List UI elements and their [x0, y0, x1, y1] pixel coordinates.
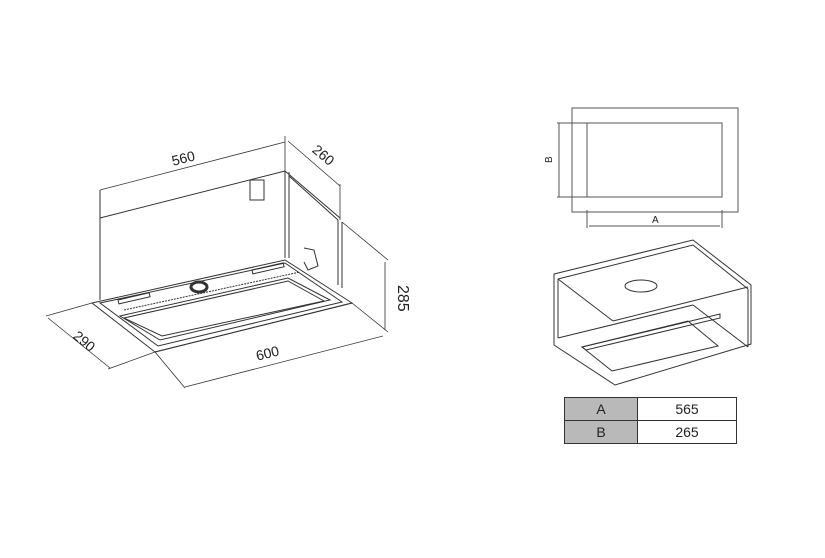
table-row: B 265	[564, 420, 737, 444]
table-value-a: 565	[637, 397, 737, 421]
cutout-label-b: B	[544, 156, 555, 163]
table-key-a: A	[564, 397, 638, 421]
dim-label-260: 260	[309, 141, 337, 168]
dim-label-285: 285	[394, 285, 411, 312]
cutout-box-isometric-drawing	[553, 239, 752, 386]
dimension-lines	[45, 136, 389, 389]
dim-label-290: 290	[70, 327, 98, 354]
dim-label-600: 600	[254, 342, 281, 363]
table-key-b: B	[564, 420, 638, 444]
cutout-plan-drawing	[557, 107, 739, 228]
table-row: A 565	[564, 397, 737, 421]
cutout-label-a: A	[652, 215, 659, 226]
dim-label-560: 560	[170, 147, 197, 168]
table-value-b: 265	[637, 420, 737, 444]
cutout-dimensions-table: A 565 B 265	[564, 397, 737, 444]
hood-isometric-drawing	[90, 170, 354, 353]
